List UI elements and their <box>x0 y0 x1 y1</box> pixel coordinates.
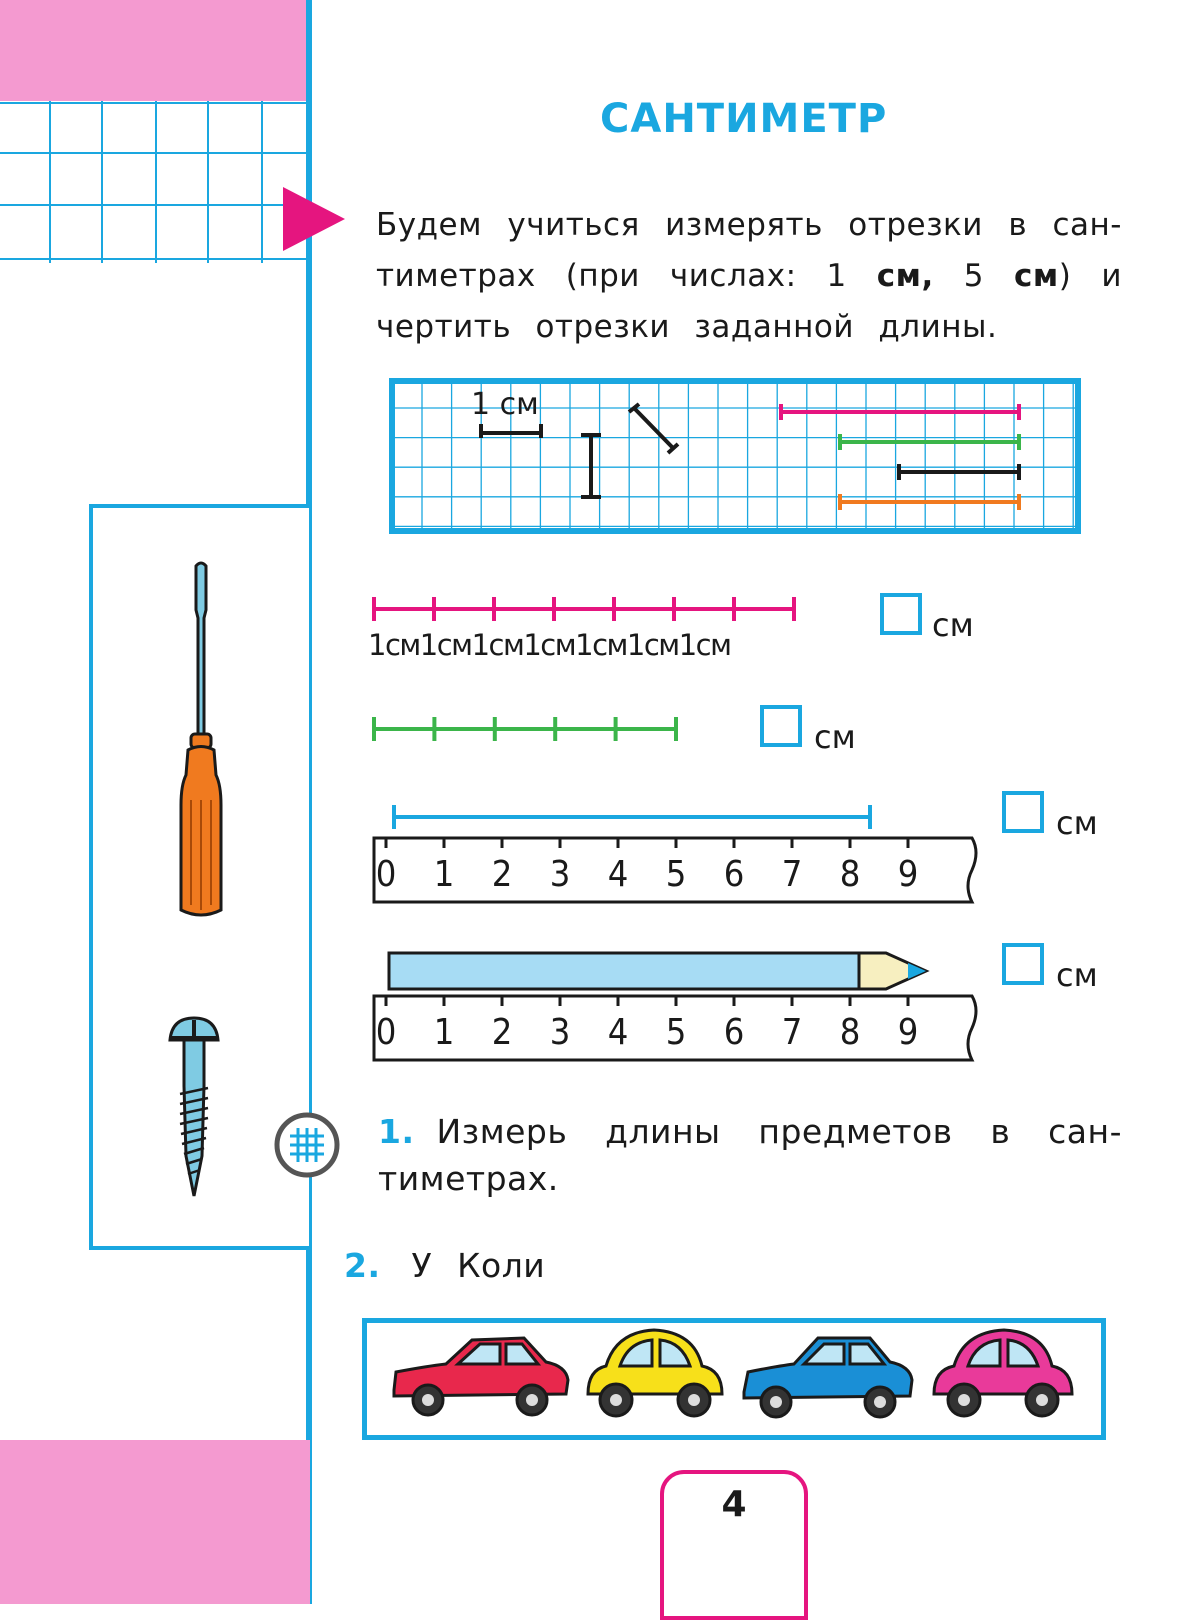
segment-label: 1см <box>368 628 421 662</box>
ruler-tick-label: 4 <box>608 854 629 895</box>
ruler-tick-label: 2 <box>492 1012 513 1053</box>
grid-diagram: 1 см <box>389 378 1081 534</box>
task-1: 1. Измерь длины предметов в сан- тиметра… <box>378 1112 1122 1198</box>
ruler-tick-label: 7 <box>782 854 803 895</box>
unit-label: 1 см <box>471 387 539 422</box>
segment-label: 1см <box>523 628 576 662</box>
ruler-tick-label: 3 <box>550 854 571 895</box>
margin-divider-line <box>306 0 312 1604</box>
pointer-arrow-icon <box>283 187 345 251</box>
grid-paper-icon <box>274 1112 340 1178</box>
unit-cm-2: см <box>814 718 856 756</box>
task-2: 2. У Коли <box>344 1246 545 1285</box>
intro-line-2: тиметрах (при числах: 1 см, 5 см) и <box>376 251 1122 302</box>
segment-blue <box>392 805 872 829</box>
task-1-line-2: тиметрах. <box>378 1159 559 1198</box>
segment-magenta <box>372 597 796 621</box>
ruler-tick-label: 8 <box>840 854 861 895</box>
screwdriver-icon <box>179 561 223 917</box>
ruler-tick-label: 5 <box>666 1012 687 1053</box>
ruler-tick-label: 1 <box>434 1012 455 1053</box>
ruler-tick-label: 6 <box>724 854 745 895</box>
intro-line-1: Будем учиться измерять отрезки в сан- <box>376 207 1122 243</box>
task-1-text: Измерь длины предметов в сан- <box>436 1112 1122 1151</box>
intro-bold: см, <box>876 258 934 294</box>
intro-line-3: чертить отрезки заданной длины. <box>376 309 998 345</box>
task-2-number: 2. <box>344 1246 381 1285</box>
task-2-text: У Коли <box>411 1246 546 1285</box>
unit-cm-4: см <box>1056 956 1098 994</box>
pencil-icon <box>387 951 930 991</box>
yellow-car-icon <box>586 1328 724 1418</box>
segment-label: 1см <box>575 628 628 662</box>
ruler-tick-label: 7 <box>782 1012 803 1053</box>
ruler-tick-label: 2 <box>492 854 513 895</box>
ruler-tick-label: 9 <box>898 1012 919 1053</box>
intro-paragraph: Будем учиться измерять отрезки в сан- ти… <box>376 200 1122 353</box>
task-1-line-1: 1. Измерь длины предметов в сан- <box>378 1112 1122 1151</box>
page-number: 4 <box>721 1484 747 1525</box>
intro-text: ) и <box>1058 258 1122 294</box>
ruler-tick-label: 5 <box>666 854 687 895</box>
cars-box <box>362 1318 1106 1440</box>
intro-bold: см <box>1014 258 1059 294</box>
answer-box-3[interactable] <box>1002 791 1044 833</box>
answer-box-2[interactable] <box>760 705 802 747</box>
segment-label: 1см <box>678 628 732 662</box>
margin-pink-top <box>0 0 310 101</box>
page-number-tab <box>660 1470 808 1620</box>
ruler-tick-label: 3 <box>550 1012 571 1053</box>
segment-label: 1см <box>419 628 473 662</box>
ruler-tick-label: 0 <box>376 1012 397 1053</box>
task-1-number: 1. <box>378 1112 415 1151</box>
answer-box-1[interactable] <box>880 593 922 635</box>
ruler-tick-label: 4 <box>608 1012 629 1053</box>
red-car-icon <box>392 1336 570 1417</box>
segment-unit-labels: 1см1см1см1см1см1см1см <box>368 628 732 662</box>
pink-car-icon <box>932 1328 1074 1418</box>
ruler-tick-label: 9 <box>898 854 919 895</box>
ruler-tick-label: 8 <box>840 1012 861 1053</box>
margin-grid <box>0 101 308 263</box>
unit-cm-1: см <box>932 606 974 644</box>
ruler-tick-label: 0 <box>376 854 397 895</box>
screw-icon <box>168 1016 220 1197</box>
page-title: САНТИМЕТР <box>600 96 888 142</box>
intro-text: тиметрах (при числах: 1 <box>376 258 877 294</box>
segment-label: 1см <box>626 628 680 662</box>
answer-box-4[interactable] <box>1002 943 1044 985</box>
unit-cm-3: см <box>1056 804 1098 842</box>
blue-car-icon <box>742 1336 914 1419</box>
intro-text: 5 <box>933 258 1015 294</box>
segment-label: 1см <box>471 628 525 662</box>
ruler-tick-label: 6 <box>724 1012 745 1053</box>
margin-pink-bottom <box>0 1440 310 1604</box>
ruler-tick-label: 1 <box>434 854 455 895</box>
segment-green <box>372 717 678 741</box>
